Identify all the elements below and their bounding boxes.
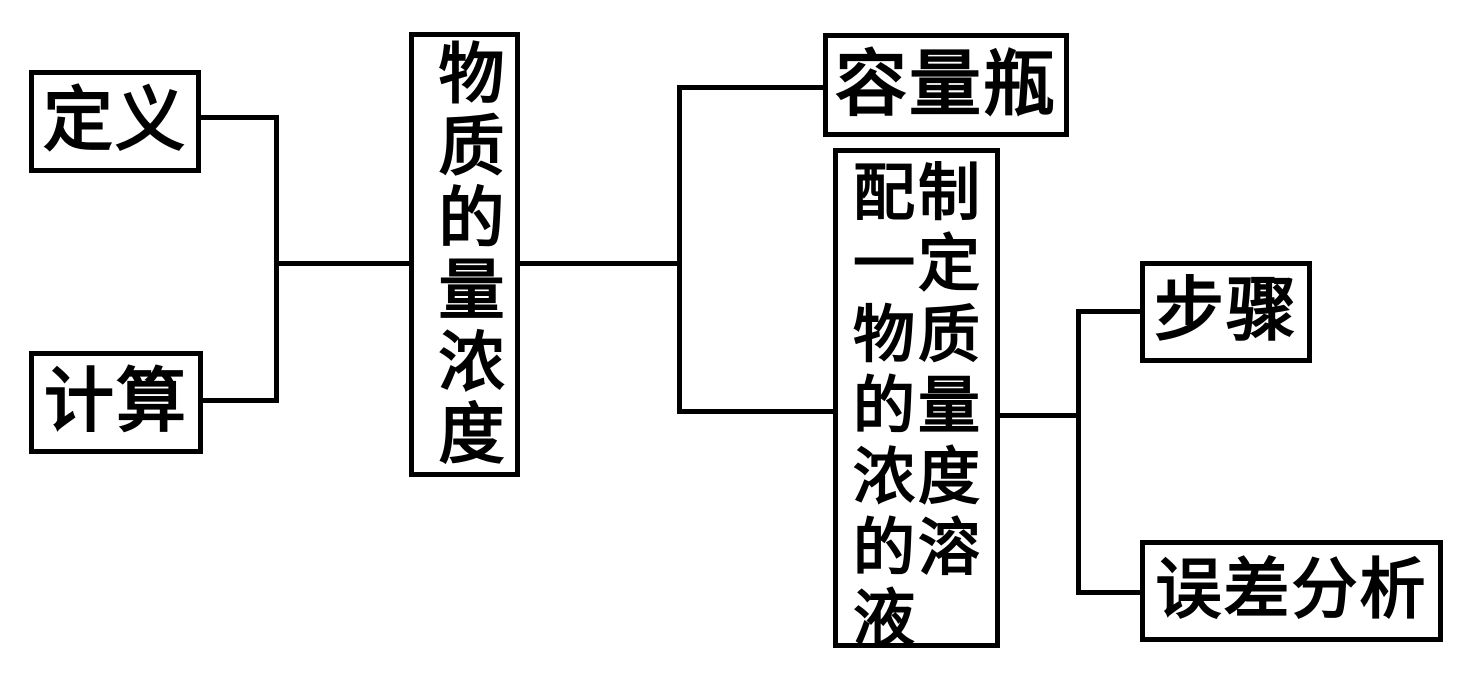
connector-right-trunk-2: [1076, 309, 1081, 595]
node-error-analysis: 误差分析: [1140, 540, 1443, 642]
node-definition: 定义: [29, 70, 201, 173]
connector-trunk-error-analysis: [1076, 590, 1142, 595]
connector-definition-trunk: [198, 115, 279, 120]
connector-left-trunk: [274, 115, 279, 403]
connector-trunk-steps: [1076, 309, 1142, 314]
connector-preparation-trunk: [998, 413, 1081, 418]
node-calculation: 计算: [29, 351, 203, 454]
node-molar-concentration: 物质的量浓度: [409, 32, 520, 477]
node-solution-preparation: 配制一定物质的量浓度的溶液: [833, 148, 1000, 654]
connector-calculation-trunk: [201, 398, 279, 403]
node-steps: 步骤: [1140, 261, 1312, 363]
connector-right-trunk-1: [677, 85, 682, 414]
connector-trunk-molar: [274, 261, 411, 266]
connector-trunk-preparation: [677, 409, 835, 414]
node-volumetric-flask: 容量瓶: [823, 33, 1069, 137]
connector-molar-right-trunk: [518, 261, 682, 266]
connector-trunk-volumetric-flask: [677, 85, 825, 90]
